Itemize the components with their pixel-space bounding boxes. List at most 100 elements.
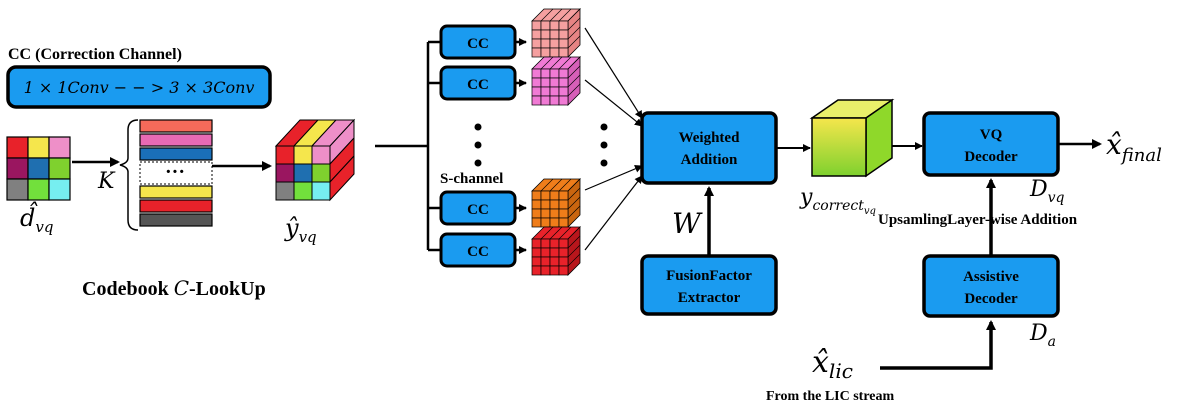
grid-cell <box>27 136 50 159</box>
cube-front-cell <box>311 163 331 183</box>
cube-cell <box>558 199 569 210</box>
assistive-decoder-block: Assistive Decoder <box>922 254 1060 318</box>
cube-cell <box>549 238 560 249</box>
cube-cell <box>540 77 551 88</box>
cube-cell <box>549 95 560 106</box>
cube-cell <box>549 199 560 210</box>
channel-cube-3 <box>531 178 581 228</box>
cube-side-line <box>567 35 581 49</box>
cube-cell <box>558 190 569 201</box>
cube-cell <box>540 217 551 228</box>
grid-cell <box>6 136 29 159</box>
cube-cell <box>540 256 551 267</box>
cube-cell <box>549 29 560 40</box>
cube-cell <box>558 68 569 79</box>
cube-cell <box>549 190 560 201</box>
cube-top-line <box>558 8 572 22</box>
cube-cell <box>558 38 569 49</box>
codebook-entry <box>139 119 213 133</box>
cube-side-line <box>567 205 581 219</box>
cube-cell <box>558 77 569 88</box>
svg-text:CC: CC <box>467 202 489 218</box>
d-vq-decoder-symbol: Dvq <box>1029 177 1065 206</box>
cube-cell <box>531 68 542 79</box>
grid-cell <box>27 178 50 201</box>
cc-box-4: CC <box>439 232 517 268</box>
grid-cell <box>27 157 50 180</box>
cube-top-line <box>549 8 563 22</box>
cube-cell <box>558 217 569 228</box>
cube-cell <box>549 256 560 267</box>
codebook-brace <box>119 119 139 231</box>
cube-top-line <box>549 226 563 240</box>
cube-cell <box>540 208 551 219</box>
d-a-symbol: Da <box>1029 321 1056 350</box>
cube-cell <box>549 20 560 31</box>
svg-text:Extractor: Extractor <box>678 290 741 306</box>
svg-text:CC: CC <box>467 36 489 52</box>
cube-front-cell <box>311 145 331 165</box>
svg-text:Weighted: Weighted <box>679 130 740 146</box>
cube-top-line <box>558 178 572 192</box>
cube-cell <box>540 199 551 210</box>
cube-front-cell <box>293 163 313 183</box>
cube-cell <box>549 217 560 228</box>
cube-front-cell <box>311 181 331 201</box>
k-label: K <box>97 169 116 194</box>
cube-cell <box>549 77 560 88</box>
cube-cell <box>531 29 542 40</box>
vq-decoder-block: VQ Decoder <box>922 111 1060 177</box>
arrow-lic-to-assistive <box>880 320 996 370</box>
channel-cube-1 <box>531 8 581 58</box>
s-channel-label: S-channel <box>440 171 503 187</box>
cube-cell <box>531 247 542 258</box>
svg-text:CC: CC <box>467 244 489 260</box>
y-correct-symbol: ycorrectvq <box>799 185 876 217</box>
grid-cell <box>48 157 71 180</box>
cube-top-line <box>540 8 554 22</box>
cube-cell <box>540 95 551 106</box>
channel-dots-left <box>474 123 482 167</box>
cube-front-cell <box>275 181 295 201</box>
cube-side-line <box>567 244 581 258</box>
cube-cell <box>531 95 542 106</box>
corrected-latent-cube <box>809 98 895 178</box>
cube-cell <box>558 95 569 106</box>
cube-side-line <box>567 235 581 249</box>
weighted-addition-block: Weighted Addition <box>640 111 778 185</box>
channel-cube-2 <box>531 56 581 106</box>
cube-cell <box>531 265 542 276</box>
cube-cell <box>558 86 569 97</box>
cube-side-line <box>567 253 581 267</box>
channel-dots-right <box>600 123 608 167</box>
cube-side-line <box>567 65 581 79</box>
codebook-entry <box>139 185 213 199</box>
svg-text:Decoder: Decoder <box>964 149 1018 165</box>
grid-cell <box>48 178 71 201</box>
cube-top-line <box>540 178 554 192</box>
codebook-entry <box>139 147 213 161</box>
cube-cell <box>531 77 542 88</box>
channel-cube-4 <box>531 226 581 276</box>
x-lic-symbol: x̂lic <box>812 345 853 383</box>
cube-cell <box>558 256 569 267</box>
svg-text:CC: CC <box>467 77 489 93</box>
cube-cell <box>558 47 569 58</box>
grid-cell <box>6 178 29 201</box>
d-vq-symbol: d̂vq <box>20 201 53 236</box>
cube-cell <box>531 208 542 219</box>
cube-side-line <box>567 74 581 88</box>
cc-box-1: CC <box>439 24 517 60</box>
cube-cell <box>540 86 551 97</box>
cube-cell <box>531 217 542 228</box>
cube-cell <box>549 265 560 276</box>
cube-top-line <box>549 178 563 192</box>
svg-text:Assistive: Assistive <box>963 269 1019 285</box>
cube-cell <box>540 247 551 258</box>
cube-top-line <box>549 56 563 70</box>
w-label: W <box>672 207 703 240</box>
codebook-entry <box>139 133 213 147</box>
cube-cell <box>540 190 551 201</box>
cube-side-line <box>567 26 581 40</box>
